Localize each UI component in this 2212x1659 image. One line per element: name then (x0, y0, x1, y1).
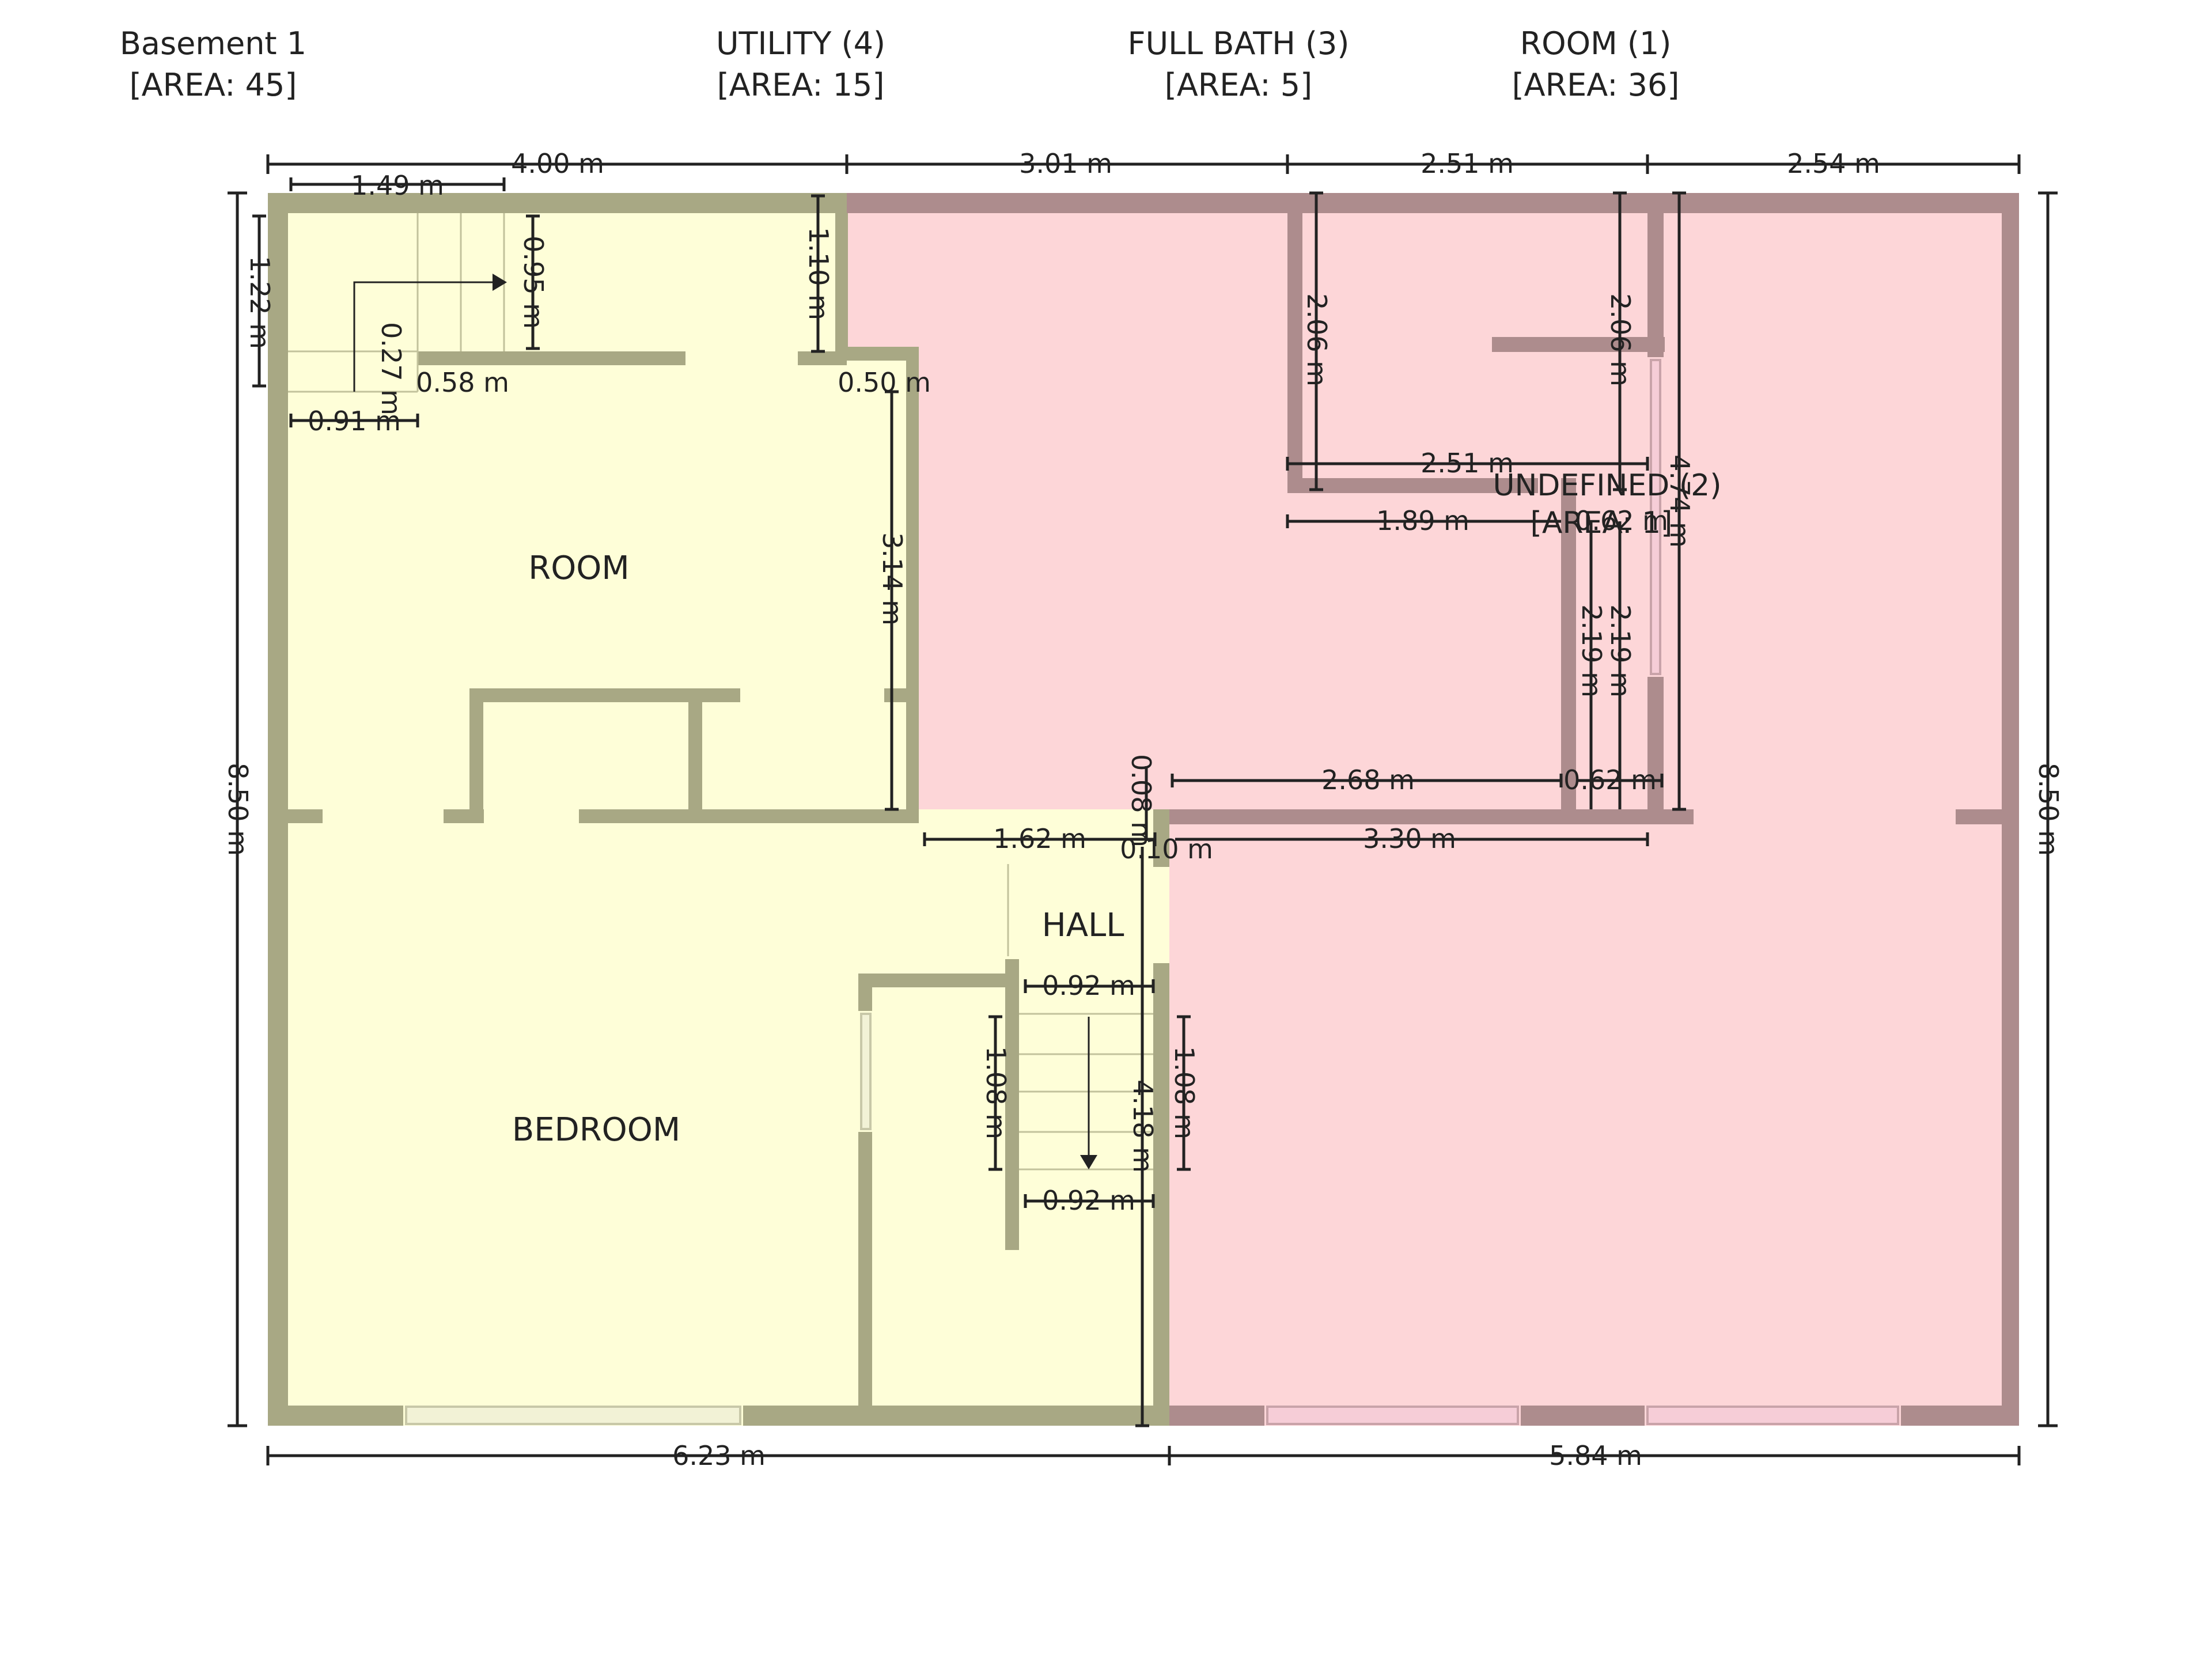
right-windows (1266, 359, 1899, 1425)
dim-hall-top: 1.62 m (993, 823, 1086, 854)
dim-undef-small: 0.62 m (1575, 505, 1668, 536)
dim-top-4: 2.54 m (1787, 148, 1880, 179)
dim-bottom-1: 6.23 m (672, 1440, 766, 1471)
dim-bath-left: 2.06 m (1301, 293, 1332, 387)
dim-right-tall: 4.74 m (1664, 454, 1695, 548)
dim-mid-width: 2.68 m (1321, 764, 1415, 796)
right-walls (847, 193, 2019, 1426)
dim-hall-tiny1: 0.08 m (1126, 754, 1157, 847)
dim-left-top: 1.22 m (244, 256, 275, 349)
left-walls (268, 193, 1169, 1426)
stairs-upper-arrow (353, 281, 495, 392)
label-undefined: UNDEFINED (2) (1493, 468, 1721, 503)
dim-stair2-top: 0.92 m (1042, 970, 1135, 1001)
header-utility: UTILITY (4) [AREA: 15] (680, 23, 922, 106)
label-undefined-area: [AREA: 1] (1531, 506, 1673, 540)
header-utility-name: UTILITY (4) (715, 25, 886, 62)
dim-undef-h1: 2.19 m (1576, 604, 1607, 698)
stairs-lower (1007, 864, 1153, 1171)
dim-stair1-len: 0.95 m (518, 236, 549, 329)
header-room-1-area: [AREA: 36] (1512, 67, 1680, 103)
header-full-bath-name: FULL BATH (3) (1127, 25, 1350, 62)
dim-utility-wall: 1.10 m (803, 227, 834, 320)
dim-hall-tiny2: 0.10 m (1120, 834, 1213, 865)
header-utility-area: [AREA: 15] (717, 67, 885, 103)
header-full-bath: FULL BATH (3) [AREA: 5] (1118, 23, 1359, 106)
header-basement: Basement 1 [AREA: 45] (92, 23, 334, 106)
header-basement-name: Basement 1 (119, 25, 307, 62)
header-full-bath-area: [AREA: 5] (1164, 67, 1313, 103)
left-windows (405, 1013, 872, 1425)
dim-stair2-right: 1.08 m (1169, 1046, 1200, 1139)
header-basement-area: [AREA: 45] (129, 67, 297, 103)
dim-undef-h2: 2.19 m (1605, 604, 1636, 698)
dim-stair1-width: 1.49 m (351, 170, 444, 201)
dim-right-total: 8.50 m (2033, 763, 2064, 856)
dim-hall-len: 4.18 m (1127, 1080, 1158, 1173)
dim-bottom-2: 5.84 m (1549, 1440, 1642, 1471)
dim-stair2-bottom: 0.92 m (1042, 1185, 1135, 1216)
header-room-1-name: ROOM (1) (1520, 25, 1672, 62)
dim-bath-right: 2.06 m (1605, 293, 1636, 387)
dim-top-3: 2.51 m (1421, 148, 1514, 179)
dim-stair2-left: 1.08 m (980, 1046, 1012, 1139)
dim-top-2: 3.01 m (1019, 148, 1112, 179)
dimension-labels: 4.00 m 3.01 m 2.51 m 2.54 m 6.23 m 5.84 … (222, 148, 2064, 1471)
dim-stair1-run: 0.91 m (308, 406, 401, 437)
dim-bath-bottom: 1.89 m (1376, 505, 1469, 536)
stairs-upper-arrowhead (493, 274, 507, 291)
dim-top-1: 4.00 m (511, 148, 604, 179)
dim-room-height: 3.14 m (877, 532, 908, 626)
dim-stair1-step: 0.58 m (416, 367, 509, 398)
dim-bath-width: 2.51 m (1421, 448, 1514, 479)
dim-utility-notch: 0.50 m (838, 367, 931, 398)
dim-undef-bottom: 0.62 m (1563, 764, 1657, 796)
stairs-lower-arrowhead (1080, 1155, 1097, 1169)
label-hall: HALL (1042, 907, 1124, 944)
dim-room1-width: 3.30 m (1363, 823, 1456, 854)
label-room: ROOM (528, 550, 629, 587)
header-room-1: ROOM (1) [AREA: 36] (1475, 23, 1717, 106)
dimension-lines (228, 154, 2058, 1465)
dim-stair1-small: 0.27 m (376, 322, 407, 415)
label-bedroom: BEDROOM (512, 1111, 680, 1149)
dim-left-total: 8.50 m (222, 763, 253, 856)
